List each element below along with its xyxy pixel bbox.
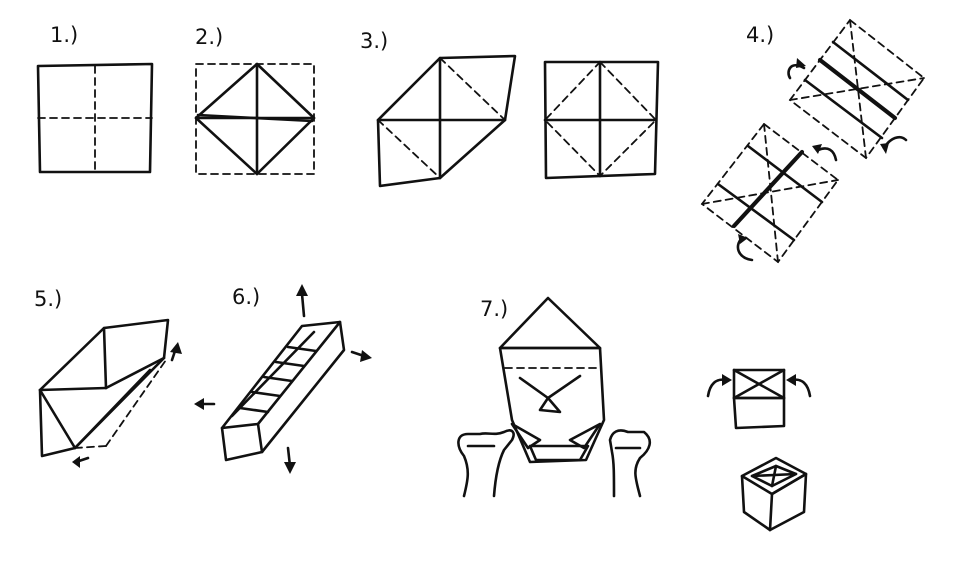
step-1-label: 1.) [50,23,78,47]
step-7-finished-box [740,456,808,532]
step-3-unfolding [376,54,517,188]
step-3: 3.) [360,29,660,188]
step-4-upper-strip [787,18,926,160]
step-5-label: 5.) [34,287,62,311]
step-7: 7.) [457,296,812,532]
step-2: 2.) [194,25,316,176]
step-7-box-forming [498,296,606,464]
step-2-label: 2.) [195,25,223,49]
step-7-left-hand [457,429,515,498]
step-5: 5.) [34,287,182,468]
step-2-corners-folded [194,62,316,176]
step-3-unfolded-sheet [543,60,660,180]
step-7-right-hand [608,429,652,498]
step-4-lower-strip [700,122,840,264]
step-6-label: 6.) [232,285,260,309]
step-1: 1.) [36,23,154,174]
step-7-box-top-view [706,368,812,430]
step-5-folded-tray [38,318,182,468]
step-4-label: 4.) [746,23,774,47]
step-3-label: 3.) [360,29,388,53]
step-6-long-tray [194,284,372,474]
step-4: 4.) [700,18,926,264]
step-1-square-sheet [36,62,154,174]
step-6: 6.) [194,284,372,474]
step-7-label: 7.) [480,297,508,321]
